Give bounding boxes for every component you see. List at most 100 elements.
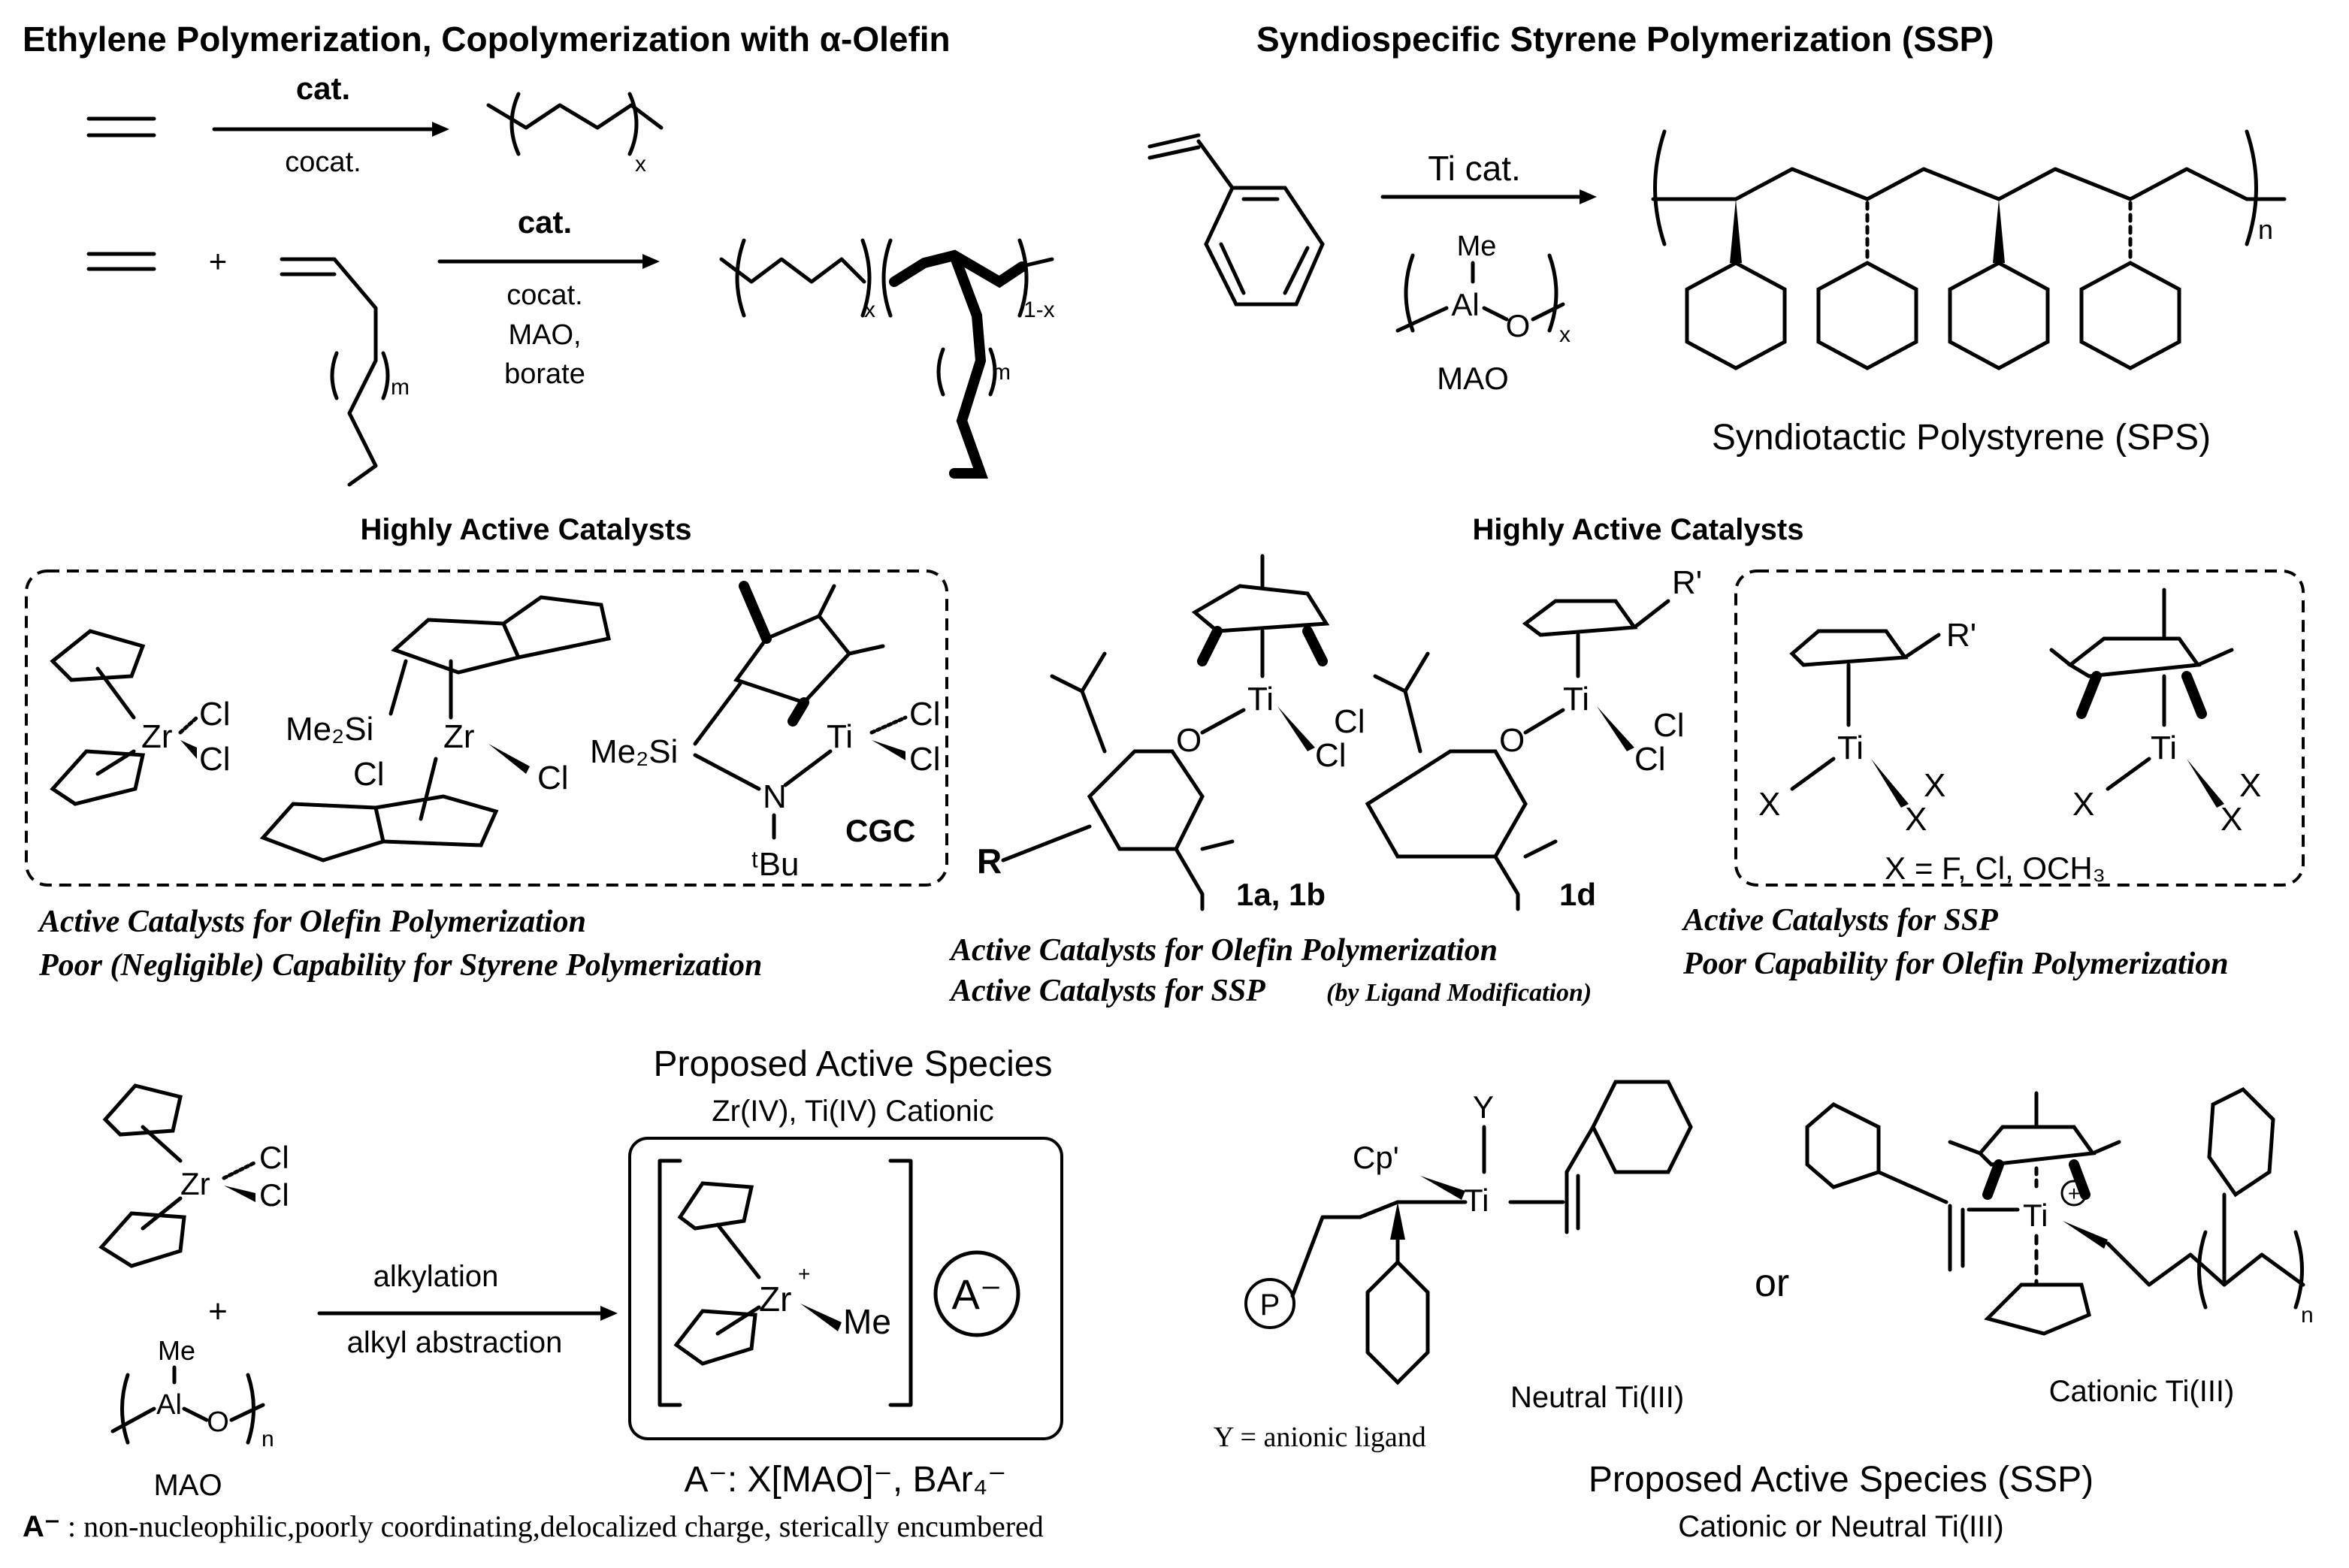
sps-wedge-2 (1993, 199, 2005, 263)
n-label: N (763, 778, 787, 815)
left-title: Ethylene Polymerization, Copolymerizatio… (23, 20, 951, 59)
mao-bond-left (1395, 306, 1449, 333)
plus-2: + (208, 1293, 228, 1330)
cp-star-me-8 (2181, 671, 2207, 719)
chain-to-ti (1290, 1215, 1362, 1298)
zr-cp-bond-4 (141, 1196, 183, 1231)
olefin-chain (332, 257, 378, 487)
vinyl-link (1196, 139, 1235, 190)
cgc-me-3 (847, 644, 885, 656)
activation-arrow: alkylation alkyl abstraction (317, 1260, 618, 1359)
cocat-label-1: cocat. (285, 147, 361, 178)
copolymer-bracket-4 (1017, 238, 1029, 318)
cl-label-1: Cl (199, 696, 231, 733)
side-bracket-left (936, 347, 945, 397)
side-bracket-right (988, 347, 997, 397)
cp-r-bond (1632, 599, 1670, 630)
mao-bond-right-2 (229, 1403, 265, 1422)
cat-bracket-left (2197, 1230, 2208, 1310)
ti-label-4: Ti (1837, 730, 1864, 766)
polymer-p-circle (1244, 1278, 1295, 1329)
x-label-5: X (2239, 767, 2261, 804)
or-label: or (1755, 1261, 1789, 1305)
ti-x-wedge-1 (1871, 759, 1909, 808)
me-label-zr: Me (843, 1302, 891, 1341)
mao-sub-n-2: n (262, 1427, 274, 1452)
ipr-2 (1174, 847, 1205, 911)
pas-subtitle: Zr(IV), Ti(IV) Cationic (712, 1095, 994, 1128)
ethylene-homopolymerization: cat. cocat. x (86, 71, 664, 178)
zr-cp-bond-5 (715, 1222, 761, 1279)
cp-star-me-6 (2196, 648, 2234, 667)
x-label-3: X (1905, 801, 1927, 838)
ansa-zirconocene: Me₂Si Zr Cl Cl (259, 595, 611, 863)
caption-left-1: Active Catalysts for Olefin Polymerizati… (37, 905, 586, 939)
ti-plus-circle (2060, 1180, 2087, 1207)
cp-star-ring-2 (2066, 636, 2202, 678)
cp-ring-3 (102, 1083, 183, 1137)
right-title: Syndiospecific Styrene Polymerization (S… (1256, 20, 1994, 59)
ti-x-wedge-2 (2187, 759, 2224, 808)
cp-star-me-11 (2091, 1140, 2121, 1156)
cat-sub-n: n (2301, 1303, 2314, 1328)
copolymer-bracket-3 (881, 238, 893, 318)
ipr-4 (1493, 854, 1520, 911)
indenyl-ring-top-b (500, 595, 611, 660)
zr-cl-wedge (180, 740, 197, 759)
mao-structure-bottom: Me Al O n MAO (110, 1335, 274, 1502)
mao-o-2: O (207, 1406, 229, 1438)
y-label: Y (1473, 1089, 1494, 1125)
mao-bracket-left-2 (120, 1373, 130, 1445)
constrained-geometry-catalyst: Me₂Si Ti Cl Cl N ᵗBu CGC (590, 581, 941, 883)
vinyl-bond-2 (1147, 145, 1201, 160)
copolymer-bracket-1 (735, 238, 746, 318)
anion-definition: A⁻: X[MAO]⁻, BAr₄⁻ (685, 1460, 1007, 1500)
caption-mid-1: Active Catalysts for Olefin Polymerizati… (948, 933, 1498, 968)
cat-bracket-right (2293, 1230, 2304, 1310)
sps-bracket-right (2245, 129, 2258, 246)
cp-star-ring-1 (1191, 584, 1330, 633)
caption-mid-2: Active Catalysts for SSP (948, 974, 1265, 1008)
cp-r-bond-2 (1903, 633, 1941, 660)
ti-cl-hash (869, 715, 908, 735)
mao-bond-left-2 (110, 1406, 156, 1434)
polymer-bracket-right (627, 92, 639, 156)
mao-bond-right (1531, 302, 1565, 322)
mao-label-top: MAO (1437, 361, 1509, 396)
mao-al: Al (1451, 287, 1479, 322)
sub-1mx: 1-x (1023, 298, 1055, 322)
x-label-4: X (2072, 786, 2094, 823)
indenyl-ring-top-a (391, 618, 521, 675)
ti-x-bond-2 (2106, 757, 2151, 791)
cl-label-11: Cl (259, 1140, 289, 1175)
styrene-monomer (1147, 133, 1325, 307)
p-label: P (1260, 1289, 1280, 1322)
zr-cp-bond-3 (141, 1125, 183, 1163)
indenyl-ring-bottom-b (373, 794, 499, 847)
zirconocene-dichloride: Zr Cl Cl (50, 629, 231, 806)
zr-cl-wedge-2 (488, 744, 530, 774)
borate-label: borate (504, 358, 585, 390)
cgc-me-4 (788, 697, 809, 727)
caption-left-2: Poor (Negligible) Capability for Styrene… (38, 948, 762, 983)
ti-label-6: Ti (1464, 1183, 1489, 1218)
neutral-ti3-species: P Cp' Y Ti Y = anionic ligand Neutral Ti… (1214, 1080, 1693, 1453)
ti-cl-wedge (872, 740, 905, 760)
olefin-bracket-right (381, 351, 390, 400)
arrow-head-3 (1580, 189, 1597, 204)
copolymer-bracket-2 (860, 238, 872, 318)
r-bond (1001, 824, 1092, 863)
si-cp-bond (693, 681, 742, 746)
vinyl-bond-1 (1147, 133, 1201, 149)
anion-note: : non-nucleophilic,poorly coordinating,d… (68, 1509, 1044, 1543)
mao-bond-mid (1482, 306, 1509, 322)
cp-star-me-10 (1948, 1140, 1982, 1156)
caption-mid-2b: (by Ligand Modification) (1326, 979, 1592, 1007)
cationic-label: Cationic Ti(III) (2049, 1375, 2235, 1408)
ti-x-bond-1 (1790, 757, 1836, 791)
olefin-bracket-left (330, 351, 339, 400)
mao-label-bottom: MAO (153, 1469, 222, 1502)
cationic-ring-ph (1984, 1282, 2091, 1336)
cp-star-me-7 (2076, 671, 2102, 719)
